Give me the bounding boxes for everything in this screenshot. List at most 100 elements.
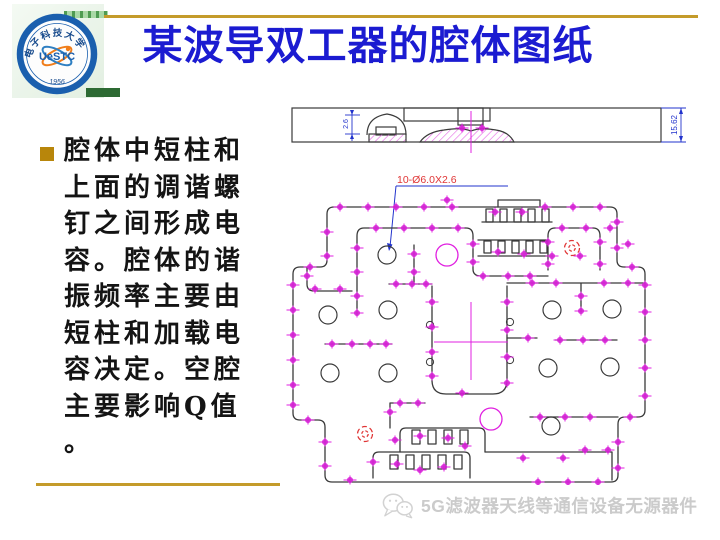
- tuning-screw-marker: [333, 284, 347, 294]
- tuning-screw-marker: [407, 267, 421, 277]
- tuning-screw-marker: [379, 339, 393, 349]
- tuning-screw-marker: [286, 400, 300, 410]
- tuning-screw-marker: [425, 297, 439, 307]
- section-view: [291, 107, 662, 143]
- tuning-screw-marker: [621, 278, 635, 288]
- logo-inner-ring: [26, 23, 88, 85]
- tuning-screw-marker: [558, 412, 572, 422]
- cavity-hole: [600, 357, 620, 377]
- tuning-screw-marker: [541, 259, 555, 269]
- tuning-screw-marker: [488, 207, 502, 217]
- tuning-screw-marker: [591, 477, 605, 485]
- logo-green-block: [86, 88, 120, 97]
- logo-atom-orbit2-icon: [41, 45, 73, 67]
- tuning-screw-marker: [397, 223, 411, 233]
- tuning-screw-marker: [389, 202, 403, 212]
- tuning-screw-marker: [325, 339, 339, 349]
- tuning-screw-marker: [549, 278, 563, 288]
- tuning-port-circle: [435, 243, 459, 267]
- logo-year: 1956: [49, 79, 65, 86]
- bullet-line: 短柱和加载电: [64, 318, 245, 349]
- wechat-icon: [382, 493, 413, 519]
- tuning-screw-marker: [286, 355, 300, 365]
- tuning-screw-marker: [533, 412, 547, 422]
- tuning-screw-marker: [500, 352, 514, 362]
- tuning-screw-marker: [303, 262, 317, 272]
- tuning-screw-marker: [541, 237, 555, 247]
- tuning-screw-marker: [500, 378, 514, 388]
- title-rule: [104, 15, 698, 18]
- tuning-screw-marker: [417, 202, 431, 212]
- dim-left-label: 2.6: [343, 119, 350, 129]
- tuning-screw-marker: [578, 445, 592, 455]
- tuning-screw-marker: [638, 363, 652, 373]
- wall-upper-left-room: [356, 227, 549, 316]
- bullet-text: 腔体中短柱和上面的调谐螺钉之间形成电容。腔体的谐振频率主要由短柱和加载电容决定。…: [64, 133, 278, 462]
- bullet-line: 容。腔体的谐: [64, 245, 245, 276]
- tuning-screw-marker: [573, 251, 587, 261]
- tuning-screw-marker: [521, 333, 535, 343]
- cavity-hole: [378, 300, 398, 320]
- tuning-screw-marker: [419, 279, 433, 289]
- tuning-screw-marker: [583, 412, 597, 422]
- tuning-screw-marker: [598, 335, 612, 345]
- tuning-screw-marker: [545, 251, 559, 261]
- tuning-screw-marker: [286, 280, 300, 290]
- tuning-port-circle: [479, 407, 503, 431]
- pin-hole: [425, 357, 435, 367]
- cavity-cad-drawing: 2.6 15.62 10-Ø6.0X2.6: [286, 107, 686, 485]
- bullet-line: 容决定。空腔: [64, 355, 245, 385]
- wall-bottom-right: [484, 416, 619, 481]
- tuning-screw-marker: [574, 306, 588, 316]
- cavity-hole: [538, 358, 558, 378]
- tuning-screw-marker: [553, 335, 567, 345]
- tuning-screw-marker: [390, 459, 404, 469]
- datum-mark: [356, 425, 374, 443]
- iris-comb-top: [477, 208, 553, 257]
- footer-rule: [36, 483, 280, 486]
- tuning-screw-marker: [318, 461, 332, 471]
- tuning-screw-marker: [638, 307, 652, 317]
- section-hatch-floor: [418, 128, 515, 143]
- plan-centerlines: [434, 302, 508, 380]
- cavity-hole: [541, 416, 561, 436]
- tuning-screw-marker: [389, 279, 403, 289]
- pin-holes: [425, 317, 515, 367]
- tuning-screw-marker: [286, 330, 300, 340]
- tuning-screw-marker: [308, 284, 322, 294]
- tuning-screw-marker: [369, 223, 383, 233]
- tuning-screw-marker: [625, 262, 639, 272]
- bullet-marker: [40, 147, 54, 161]
- tuning-screw-marker: [300, 271, 314, 281]
- tuning-screw-marker: [411, 398, 425, 408]
- datum-mark: [563, 239, 581, 257]
- tuning-screw-marker: [621, 239, 635, 249]
- tuning-screw-marker: [561, 477, 575, 485]
- logo-ring: [16, 13, 98, 95]
- bullet-line: 钉之间形成电: [64, 209, 245, 239]
- tuning-port-circles: [435, 243, 503, 431]
- tuning-screw-marker: [466, 239, 480, 249]
- cavity-hole: [602, 299, 622, 319]
- watermark-text: 5G滤波器天线等通信设备无源器件: [421, 496, 698, 516]
- page-title: 某波导双工器的腔体图纸: [142, 23, 594, 68]
- cavity-hole: [320, 363, 340, 383]
- tuning-screw-marker: [451, 223, 465, 233]
- tuning-screw-marker: [455, 123, 469, 133]
- uestc-logo: 电子科技大学 UeSTC 1956: [16, 13, 98, 95]
- tuning-screw-marker: [525, 278, 539, 288]
- dim-right: 15.62: [661, 107, 686, 143]
- wall-upper-right-room: [547, 227, 601, 271]
- screw-markers: [286, 123, 652, 485]
- tuning-screw-marker: [343, 475, 357, 485]
- tuning-screw-marker: [320, 227, 334, 237]
- tuning-screw-marker: [523, 271, 537, 281]
- tuning-screw-marker: [475, 123, 489, 133]
- tuning-screw-marker: [441, 433, 455, 443]
- cavity-hole: [542, 300, 562, 320]
- tuning-screw-marker: [466, 257, 480, 267]
- tuning-screw-marker: [345, 339, 359, 349]
- logo-atom-dot-icon: [65, 46, 71, 52]
- tuning-screw-marker: [579, 223, 593, 233]
